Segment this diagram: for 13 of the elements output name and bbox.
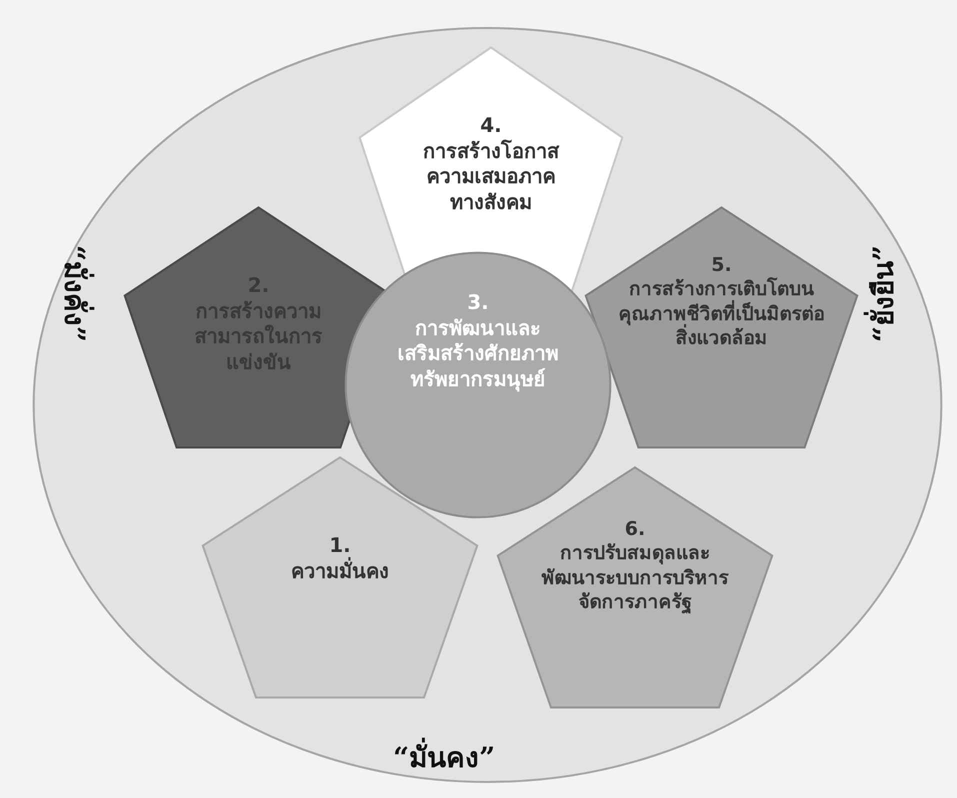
ring-label: “ยั่งยืน”	[866, 245, 901, 342]
ring-label: “มั่งคั่ง”	[57, 245, 92, 342]
step-text: ความมั่นคง	[291, 558, 389, 584]
step-number: 6.	[624, 517, 646, 542]
step-text: การสร้างการเติบโตบนคุณภาพชีวิตที่เป็นมิตรต่อสิ่งแวดล้อม	[618, 277, 826, 350]
step-number: 4.	[480, 113, 502, 139]
step-number: 1.	[329, 533, 351, 557]
step-number: 5.	[711, 253, 732, 277]
ring-label: “มั่นคง”	[393, 735, 496, 779]
step-number: 3.	[467, 290, 489, 316]
step-text: การพัฒนาและเสริมสร้างศักยภาพทรัพยากรมนุษย์	[396, 316, 560, 392]
step-text: การสร้างโอกาสความเสมอภาคทางสังคม	[422, 138, 560, 216]
step-text: การปรับสมดุลและพัฒนาระบบการบริหารจัดการภาครัฐ	[540, 541, 730, 614]
